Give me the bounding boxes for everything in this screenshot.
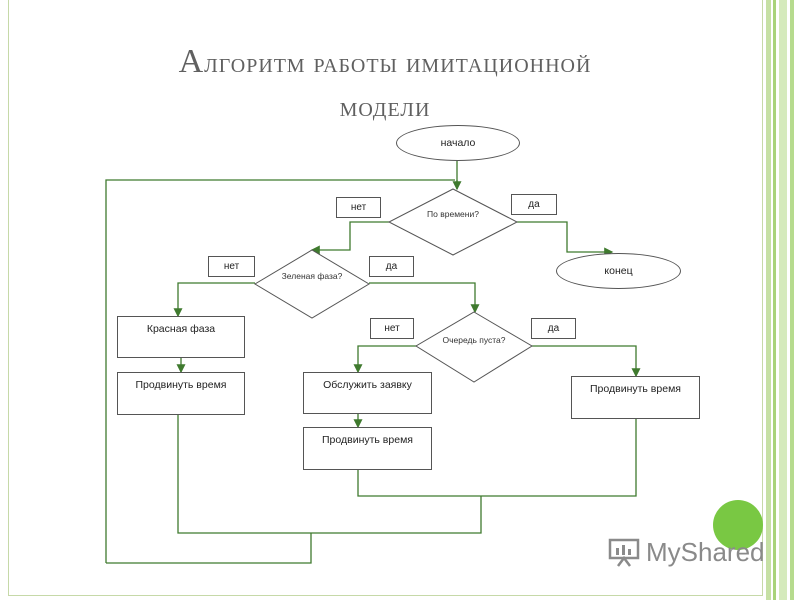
decision-queue-text: Очередь пуста? xyxy=(442,335,506,345)
slide-title: Алгоритм работы имитационной модели xyxy=(60,40,710,130)
red-phase-text: Красная фаза xyxy=(146,323,216,335)
advance-time-box: Продвинуть время xyxy=(303,427,432,470)
decision-time-shape xyxy=(387,188,519,256)
side-stripe xyxy=(790,0,794,600)
decision-green-text: Зеленая фаза? xyxy=(281,271,343,281)
label-no: нет xyxy=(370,318,414,339)
decision-green-shape xyxy=(254,249,370,319)
edge-green-yes xyxy=(369,282,480,314)
label-no: нет xyxy=(336,197,381,218)
edge-time-no xyxy=(310,221,389,255)
side-stripe xyxy=(773,0,776,600)
logo-circle xyxy=(713,500,763,550)
label-no: нет xyxy=(208,256,255,277)
advance-time-text: Продвинуть время xyxy=(590,383,681,395)
myshared-logo: MyShared xyxy=(608,537,765,568)
advance-time-text: Продвинуть время xyxy=(135,379,227,391)
label-yes: да xyxy=(369,256,414,277)
edge-loop-back xyxy=(105,179,455,563)
decision-queue-shape xyxy=(415,311,533,383)
brand-text: MyShared xyxy=(646,537,765,567)
side-stripe xyxy=(779,0,787,600)
edge-queue-yes xyxy=(532,345,641,378)
edge-merge-queue xyxy=(357,419,637,497)
title-line2: модели xyxy=(339,92,431,123)
label-yes: да xyxy=(531,318,576,339)
serve-request-box: Обслужить заявку xyxy=(303,372,432,414)
serve-request-text: Обслужить заявку xyxy=(323,379,412,391)
edge-queue-no xyxy=(353,345,417,374)
edge-time-yes xyxy=(517,221,614,257)
edge-green-no xyxy=(173,282,255,318)
label-yes: да xyxy=(511,194,557,215)
advance-time-box: Продвинуть время xyxy=(117,372,245,415)
slide-frame xyxy=(8,0,763,596)
advance-time-box: Продвинуть время xyxy=(571,376,700,419)
side-stripe xyxy=(766,0,771,600)
presentation-icon xyxy=(608,538,640,567)
end-node: конец xyxy=(556,253,681,289)
title-line1: лгоритм работы имитационной xyxy=(204,48,592,79)
advance-time-text: Продвинуть время xyxy=(322,434,413,446)
edge-merge-bottom xyxy=(106,533,312,564)
red-phase-box: Красная фаза xyxy=(117,316,245,358)
decision-time-text: По времени? xyxy=(427,209,479,219)
title-first-letter: А xyxy=(178,43,205,80)
edge-merge-red xyxy=(177,415,482,534)
start-node: начало xyxy=(396,125,520,161)
